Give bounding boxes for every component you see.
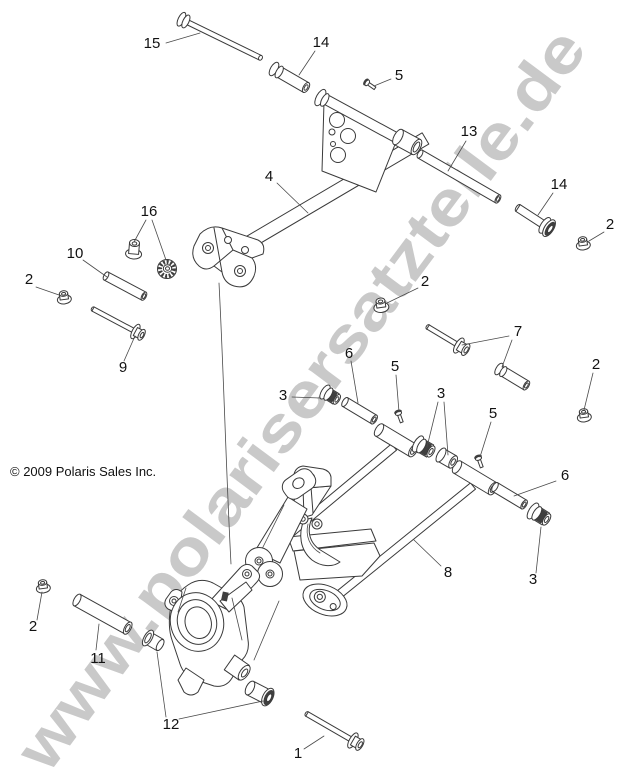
part-bolt-14-right	[514, 203, 556, 237]
part-rod-end-8	[302, 583, 348, 617]
callout-4: 4	[265, 168, 273, 185]
callout-5-right: 5	[489, 405, 497, 422]
callout-5-mid: 5	[391, 358, 399, 375]
part-tube-10	[102, 271, 148, 301]
callout-2-left: 2	[25, 271, 33, 288]
part-tube-6-right	[491, 482, 528, 510]
callout-3-bottomright: 3	[529, 571, 537, 588]
callout-14-top: 14	[313, 34, 330, 51]
axis-line-short	[253, 600, 280, 661]
part-bolt-15	[176, 11, 263, 61]
callout-14-right: 14	[551, 176, 568, 193]
part-nut-2-topright	[575, 236, 591, 251]
part-bushing-3-mid-serrated	[411, 435, 436, 458]
leader-lines	[35, 32, 605, 750]
part-tube-6-left	[341, 397, 378, 425]
part-tube-11	[72, 593, 133, 635]
part-bolt-7	[425, 324, 471, 356]
callout-10: 10	[67, 245, 84, 262]
part-bushing-3-left	[319, 384, 342, 405]
callout-1: 1	[294, 745, 302, 762]
part-tube-13	[416, 149, 502, 204]
part-nut-2-mid	[373, 297, 390, 314]
part-spacer-14-top	[268, 61, 311, 93]
part-nut-16-flanged	[125, 239, 143, 260]
part-locknut-16-serrated	[157, 259, 177, 279]
part-sleeve-7	[494, 362, 531, 391]
callout-8: 8	[444, 564, 452, 581]
callout-3-left: 3	[279, 387, 287, 404]
callout-12: 12	[163, 716, 180, 733]
callout-2-topright: 2	[606, 216, 614, 233]
callout-6-left: 6	[345, 345, 353, 362]
part-bushing-12-right-splined	[244, 680, 275, 707]
copyright-text: © 2009 Polaris Sales Inc.	[10, 464, 156, 479]
part-bushing-3-right	[526, 502, 552, 526]
callout-9: 9	[119, 359, 127, 376]
callout-6-right: 6	[561, 467, 569, 484]
callout-2-right: 2	[592, 356, 600, 373]
part-bushing-12-left	[141, 629, 165, 652]
axis-line-long	[218, 282, 232, 565]
callout-16: 16	[141, 203, 158, 220]
part-bushing-3-mid-plain	[435, 447, 459, 469]
callout-15: 15	[144, 35, 161, 52]
part-nut-2-bottomleft	[35, 579, 51, 594]
part-bolt-9	[90, 306, 146, 341]
part-screw-5-right	[474, 454, 484, 469]
callout-2-mid: 2	[421, 273, 429, 290]
callout-2-bottomleft: 2	[29, 618, 37, 635]
callout-11: 11	[90, 650, 106, 667]
part-nut-2-left	[56, 290, 72, 305]
part-screw-5-top	[363, 78, 377, 91]
callout-7: 7	[514, 323, 522, 340]
part-control-arm-4	[192, 88, 430, 288]
part-nut-2-right	[576, 408, 592, 423]
callout-13: 13	[461, 123, 478, 140]
part-bolt-1	[304, 711, 365, 751]
part-knuckle-12	[164, 563, 261, 696]
callout-5-top: 5	[395, 67, 403, 84]
part-screw-5-mid	[394, 409, 404, 424]
callout-3-mid: 3	[437, 385, 445, 402]
